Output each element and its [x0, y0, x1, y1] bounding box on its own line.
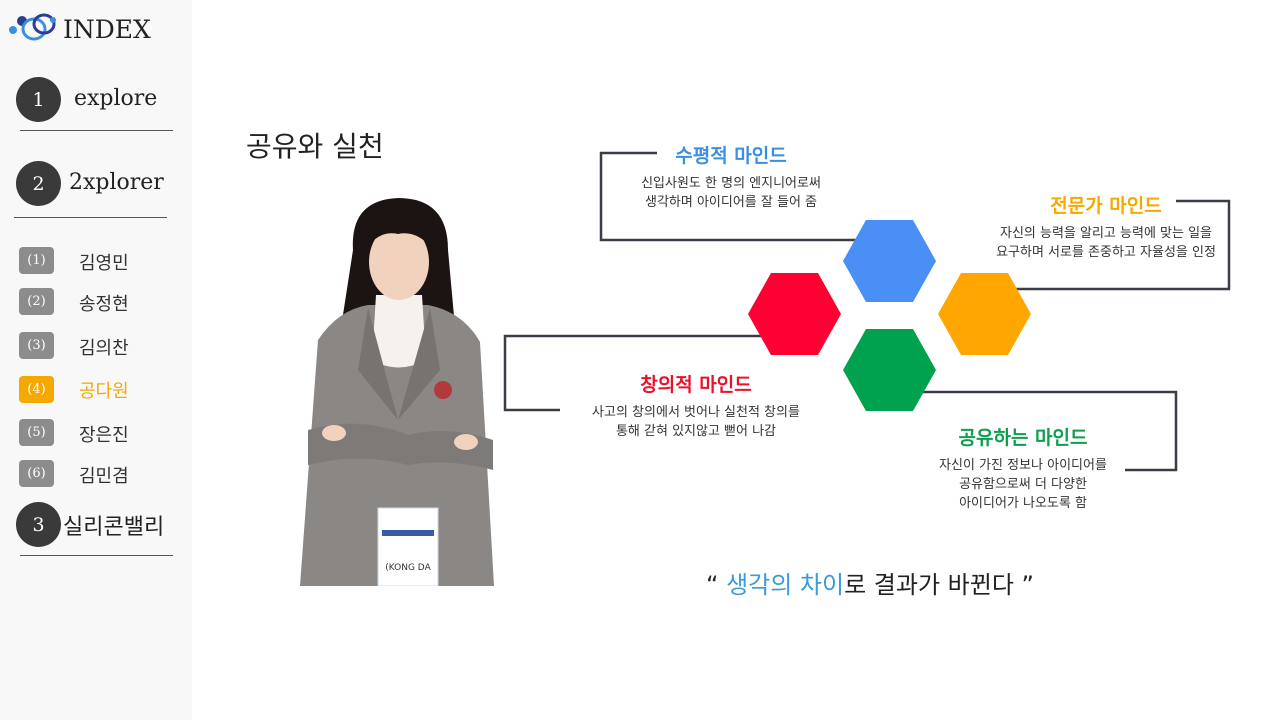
person-photo: (KONG DA — [300, 198, 494, 586]
subitem-6-badge[interactable]: (6) — [19, 460, 54, 487]
mind-title: 공유하는 마인드 — [958, 427, 1088, 449]
mind-desc-line: 자신이 가진 정보나 아이디어를 — [939, 458, 1107, 473]
subitem-4-badge-active[interactable]: (4) — [19, 376, 54, 403]
mind-desc: 자신의 능력을 알리고 능력에 맞는 일을 요구하며 서로를 존중하고 자율성을… — [961, 224, 1251, 262]
divider — [20, 555, 173, 556]
subitem-2-badge[interactable]: (2) — [19, 288, 54, 315]
section-silicon-valley-link[interactable]: 실리콘밸리 — [63, 515, 165, 540]
subitem-6-name[interactable]: 김민겸 — [79, 466, 129, 487]
hex-red — [748, 273, 841, 355]
mind-desc: 자신이 가진 정보나 아이디어를 공유함으로써 더 다양한 아이디어가 나오도록… — [906, 456, 1140, 513]
mind-title: 창의적 마인드 — [640, 374, 752, 396]
section-explore-link[interactable]: explore — [74, 86, 158, 111]
mind-desc-line: 요구하며 서로를 존중하고 자율성을 인정 — [996, 245, 1216, 260]
divider — [20, 130, 173, 131]
section-2xplorer-link[interactable]: 2xplorer — [69, 170, 164, 195]
subitem-1-name[interactable]: 김영민 — [79, 253, 129, 274]
subitem-4-name-active[interactable]: 공다원 — [79, 381, 129, 402]
subitem-1-badge[interactable]: (1) — [19, 247, 54, 274]
mind-card-horizontal: 수평적 마인드 신입사원도 한 명의 엔지니어로써 생각하며 아이디어를 잘 들… — [606, 141, 856, 212]
section-2-number[interactable]: 2 — [16, 161, 61, 206]
subitem-2-name[interactable]: 송정현 — [79, 294, 129, 315]
quote-open: “ — [706, 571, 727, 599]
section-3-number[interactable]: 3 — [16, 502, 61, 547]
mind-card-creative: 창의적 마인드 사고의 창의에서 벗어나 실천적 창의를 통해 갇혀 있지않고 … — [556, 370, 836, 441]
mind-desc: 신입사원도 한 명의 엔지니어로써 생각하며 아이디어를 잘 들어 줌 — [606, 174, 856, 212]
hex-blue — [843, 220, 936, 302]
subitem-5-badge[interactable]: (5) — [19, 419, 54, 446]
section-1-number[interactable]: 1 — [16, 77, 61, 122]
sidebar: INDEX 1 explore 2 2xplorer (1) 김영민 (2) 송… — [0, 0, 192, 720]
mind-desc: 사고의 창의에서 벗어나 실천적 창의를 통해 갇혀 있지않고 뻗어 나감 — [556, 403, 836, 441]
mind-desc-line: 자신의 능력을 알리고 능력에 맞는 일을 — [999, 226, 1213, 241]
mind-title: 수평적 마인드 — [675, 145, 787, 167]
mind-card-expert: 전문가 마인드 자신의 능력을 알리고 능력에 맞는 일을 요구하며 서로를 존… — [961, 191, 1251, 262]
mind-desc-line: 생각하며 아이디어를 잘 들어 줌 — [644, 195, 817, 210]
index-title: INDEX — [63, 15, 151, 44]
hex-orange — [938, 273, 1031, 355]
quote: “ 생각의 차이로 결과가 바뀐다 ” — [706, 565, 1034, 600]
quote-highlight: 생각의 차이 — [726, 571, 845, 599]
logo-icon — [9, 13, 56, 41]
divider — [14, 217, 167, 218]
subitem-3-badge[interactable]: (3) — [19, 332, 54, 359]
mind-desc-line: 사고의 창의에서 벗어나 실천적 창의를 — [592, 405, 800, 420]
badge-text: (KONG DA — [385, 563, 431, 573]
mind-desc-line: 아이디어가 나오도록 함 — [959, 496, 1087, 511]
quote-rest: 로 결과가 바뀐다 ” — [844, 571, 1034, 599]
hex-green — [843, 329, 936, 411]
mind-card-sharing: 공유하는 마인드 자신이 가진 정보나 아이디어를 공유함으로써 더 다양한 아… — [906, 423, 1140, 513]
mind-desc-line: 통해 갇혀 있지않고 뻗어 나감 — [615, 424, 777, 439]
subitem-5-name[interactable]: 장은진 — [79, 425, 129, 446]
mind-desc-line: 신입사원도 한 명의 엔지니어로써 — [641, 176, 821, 191]
subitem-3-name[interactable]: 김의찬 — [79, 338, 129, 359]
mind-title: 전문가 마인드 — [1050, 195, 1162, 217]
mind-desc-line: 공유함으로써 더 다양한 — [959, 477, 1087, 492]
page-title: 공유와 실천 — [246, 130, 384, 163]
